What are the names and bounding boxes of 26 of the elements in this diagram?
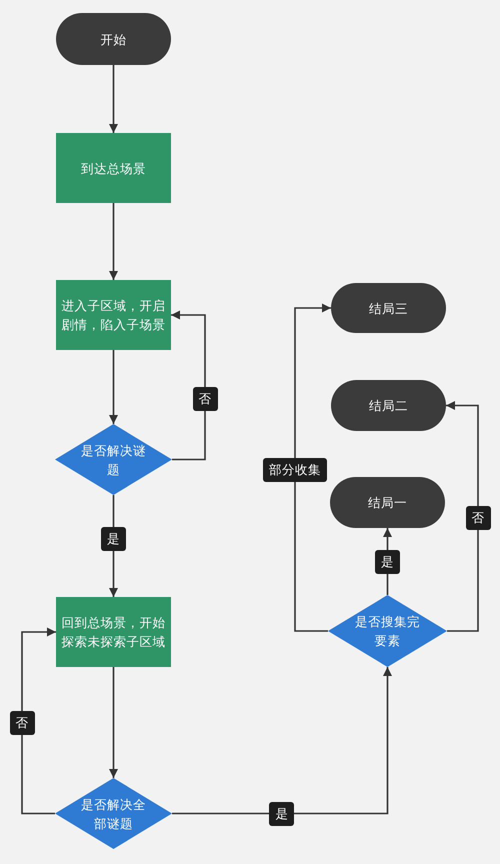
edge-label: 否: [466, 506, 490, 530]
arrow: [21, 628, 56, 814]
terminal-pill: 开始: [56, 13, 171, 65]
edge-label: 部分收集: [263, 458, 327, 482]
edge-label: 是: [101, 526, 126, 551]
process-box: 进入子区域，开启剧情，陷入子场景: [56, 280, 171, 350]
process-box: 到达总场景: [56, 133, 171, 203]
arrow: [294, 304, 331, 632]
edge-label: 是: [269, 802, 294, 826]
arrow: [109, 65, 118, 133]
arrow: [109, 667, 118, 778]
terminal-pill: 结局三: [331, 283, 446, 333]
process-box: 回到总场景，开始探索未探索子区域: [56, 597, 171, 667]
edge-label: 否: [10, 710, 34, 735]
arrow: [109, 350, 118, 424]
decision-diamond: 是否解决谜题: [55, 424, 172, 495]
edge-label: 是: [375, 550, 400, 574]
edge-label: 否: [192, 386, 218, 411]
arrow: [171, 310, 206, 460]
arrow: [446, 401, 479, 632]
decision-diamond: 是否搜集完要素: [328, 595, 447, 667]
arrow: [172, 667, 392, 814]
decision-diamond: 是否解决全部谜题: [55, 778, 172, 849]
terminal-pill: 结局二: [331, 380, 446, 431]
terminal-pill: 结局一: [330, 477, 445, 528]
arrow: [109, 203, 118, 280]
